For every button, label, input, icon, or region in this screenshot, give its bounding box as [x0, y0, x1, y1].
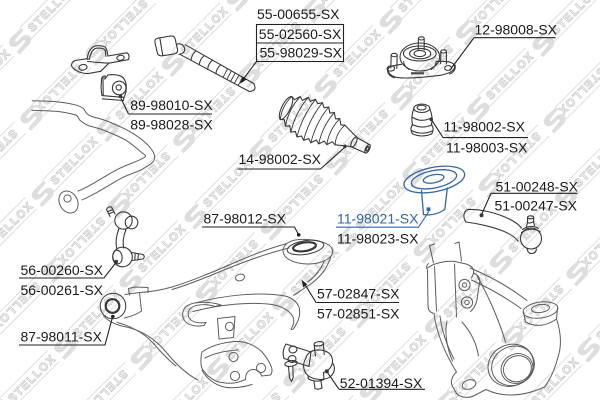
- svg-text:87-98012-SX: 87-98012-SX: [204, 211, 287, 227]
- svg-text:STELLOX: STELLOX: [6, 353, 58, 400]
- svg-text:STELLOX: STELLOX: [530, 356, 582, 400]
- svg-text:STELLOX: STELLOX: [0, 127, 19, 179]
- svg-text:STELLOX: STELLOX: [32, 62, 84, 114]
- svg-text:STELLOX: STELLOX: [97, 0, 149, 49]
- svg-text:12-98008-SX: 12-98008-SX: [475, 22, 558, 38]
- svg-text:89-98028-SX: 89-98028-SX: [130, 117, 213, 133]
- svg-text:51-00247-SX: 51-00247-SX: [495, 198, 578, 214]
- svg-text:11-98003-SX: 11-98003-SX: [446, 140, 528, 156]
- svg-text:STELLOX: STELLOX: [179, 5, 231, 57]
- svg-text:STELLOX: STELLOX: [484, 50, 536, 102]
- svg-text:55-98029-SX: 55-98029-SX: [260, 44, 343, 60]
- svg-text:STELLOX: STELLOX: [230, 390, 282, 400]
- svg-text:STELLOX: STELLOX: [224, 310, 276, 362]
- svg-text:STELLOX: STELLOX: [136, 223, 188, 275]
- svg-text:51-00248-SX: 51-00248-SX: [496, 179, 579, 195]
- svg-text:56-00261-SX: 56-00261-SX: [21, 282, 104, 298]
- svg-text:89-98010-SX: 89-98010-SX: [130, 97, 213, 113]
- svg-text:STELLOX: STELLOX: [49, 135, 101, 187]
- svg-text:STELLOX: STELLOX: [578, 217, 600, 269]
- svg-text:STELLOX: STELLOX: [0, 47, 14, 99]
- svg-text:STELLOX: STELLOX: [425, 194, 477, 246]
- svg-text:STELLOX: STELLOX: [0, 200, 36, 252]
- svg-text:87-98011-SX: 87-98011-SX: [21, 329, 103, 345]
- svg-text:57-02851-SX: 57-02851-SX: [317, 305, 400, 321]
- svg-text:STELLOX: STELLOX: [595, 291, 600, 343]
- svg-text:STELLOX: STELLOX: [402, 42, 454, 94]
- svg-text:STELLOX: STELLOX: [142, 302, 194, 354]
- svg-text:STELLOX: STELLOX: [397, 0, 449, 15]
- svg-text:STELLOX: STELLOX: [54, 214, 106, 266]
- svg-text:STELLOX: STELLOX: [337, 107, 389, 159]
- svg-text:57-02847-SX: 57-02847-SX: [317, 285, 400, 301]
- svg-text:11-98002-SX: 11-98002-SX: [444, 119, 526, 135]
- svg-text:56-00260-SX: 56-00260-SX: [21, 262, 104, 278]
- svg-text:14-98002-SX: 14-98002-SX: [239, 151, 322, 167]
- svg-text:STELLOX: STELLOX: [555, 64, 600, 116]
- svg-text:11-98021-SX: 11-98021-SX: [337, 211, 419, 227]
- svg-text:11-98023-SX: 11-98023-SX: [337, 231, 419, 247]
- svg-text:55-02560-SX: 55-02560-SX: [259, 26, 342, 42]
- svg-text:STELLOX: STELLOX: [295, 325, 347, 377]
- svg-text:52-01394-SX: 52-01394-SX: [340, 375, 423, 391]
- svg-text:55-00655-SX: 55-00655-SX: [257, 6, 340, 22]
